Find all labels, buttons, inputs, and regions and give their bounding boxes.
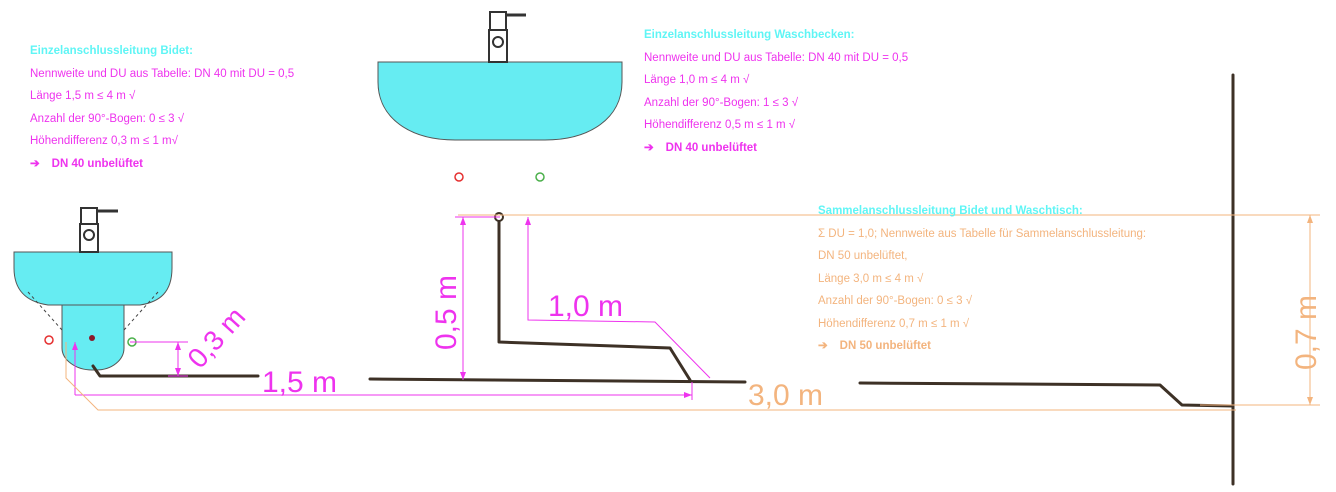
dim-sammel-length: 3,0 m <box>748 379 823 412</box>
bidet-result-text: DN 40 unbelüftet <box>51 157 144 170</box>
collector-info-title: Sammelanschlussleitung Bidet und Waschti… <box>818 205 1083 217</box>
collector-info-result: ➔ DN 50 unbelüftet <box>818 335 1146 358</box>
washbasin-result-text: DN 40 unbelüftet <box>665 141 758 154</box>
dim-bidet-height: 0,3 m <box>181 301 251 374</box>
bidet-info-result: ➔ DN 40 unbelüftet <box>30 153 294 176</box>
bidet-drain <box>89 335 95 341</box>
collector-info-line: Länge 3,0 m ≤ 4 m √ <box>818 272 924 285</box>
collector-info-line: Anzahl der 90°-Bogen: 0 ≤ 3 √ <box>818 295 973 307</box>
washbasin-cold-connection <box>454 172 464 182</box>
washbasin-info-line: Nennweite und DU aus Tabelle: DN 40 mit … <box>644 51 909 64</box>
bidet-info-block: Einzelanschlussleitung Bidet: Nennweite … <box>30 40 294 175</box>
orange-dimensions <box>65 214 1320 411</box>
magenta-dimensions <box>74 216 711 400</box>
bidet-figure <box>13 207 173 371</box>
magenta-arrows <box>72 217 692 398</box>
bidet-info-title: Einzelanschlussleitung Bidet: <box>30 45 193 57</box>
washbasin-figure <box>377 11 623 182</box>
dim-wasch-length: 1,0 m <box>548 290 623 323</box>
washbasin-hot-connection <box>535 172 545 182</box>
washbasin-bowl <box>377 61 623 141</box>
washbasin-info-line: Höhendifferenz 0,5 m ≤ 1 m √ <box>644 119 796 131</box>
bidet-info-line: Anzahl der 90°-Bogen: 0 ≤ 3 √ <box>30 112 185 125</box>
washbasin-info-result: ➔ DN 40 unbelüftet <box>644 137 908 160</box>
washbasin-info-line: Anzahl der 90°-Bogen: 1 ≤ 3 √ <box>644 96 799 109</box>
collector-info-line: Σ DU = 1,0; Nennweite aus Tabelle für Sa… <box>818 227 1147 240</box>
dim-sammel-height: 0,7 m <box>1290 295 1323 370</box>
dim-bidet-length: 1,5 m <box>262 366 337 399</box>
collector-info-line: Höhendifferenz 0,7 m ≤ 1 m √ <box>818 317 970 330</box>
bidet-dashed-left <box>27 291 63 331</box>
bidet-info-line: Nennweite und DU aus Tabelle: DN 40 mit … <box>30 67 295 80</box>
bidet-info-line: Länge 1,5 m ≤ 4 m √ <box>30 90 136 102</box>
collector-pipe-right <box>858 381 1235 408</box>
collector-info-block: Sammelanschlussleitung Bidet und Waschti… <box>818 200 1146 358</box>
collector-info-line: DN 50 unbelüftet, <box>818 250 908 262</box>
washbasin-info-line: Länge 1,0 m ≤ 4 m √ <box>644 74 750 86</box>
bidet-dashed-right <box>123 291 159 331</box>
washbasin-info-title: Einzelanschlussleitung Waschbecken: <box>644 29 855 41</box>
washbasin-info-block: Einzelanschlussleitung Waschbecken: Nenn… <box>644 24 908 159</box>
bidet-info-line: Höhendifferenz 0,3 m ≤ 1 m√ <box>30 135 178 147</box>
washbasin-pipe <box>497 216 692 382</box>
collector-result-text: DN 50 unbelüftet <box>839 340 932 352</box>
bidet-pipe <box>91 364 260 378</box>
result-arrow-icon: ➔ <box>818 340 828 352</box>
bidet-bowl <box>13 251 173 306</box>
result-arrow-icon: ➔ <box>644 141 654 154</box>
dim-wasch-height: 0,5 m <box>430 275 463 350</box>
orange-arrows <box>1307 215 1313 405</box>
bidet-cold-connection <box>44 335 54 345</box>
result-arrow-icon: ➔ <box>30 157 40 170</box>
washbasin-faucet-icon <box>488 11 526 63</box>
bidet-faucet-icon <box>79 207 118 253</box>
collector-pipe-segment <box>368 377 747 384</box>
